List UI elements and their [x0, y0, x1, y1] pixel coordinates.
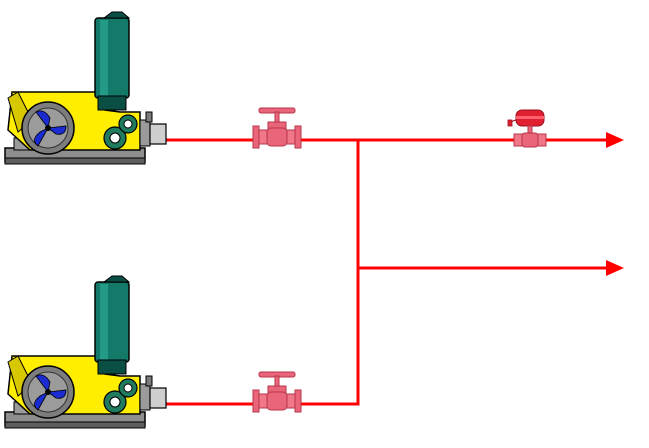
pipe-network	[166, 138, 610, 406]
flow-arrow-icon	[606, 132, 624, 148]
gate-valve-icon[interactable]	[252, 107, 302, 149]
gate-valve-icon[interactable]	[252, 371, 302, 413]
flow-arrow-icon	[606, 260, 624, 276]
blower-pump-icon[interactable]	[4, 275, 167, 429]
blower-pump-icon[interactable]	[4, 11, 167, 165]
actuated-control-valve-icon[interactable]	[507, 109, 547, 148]
